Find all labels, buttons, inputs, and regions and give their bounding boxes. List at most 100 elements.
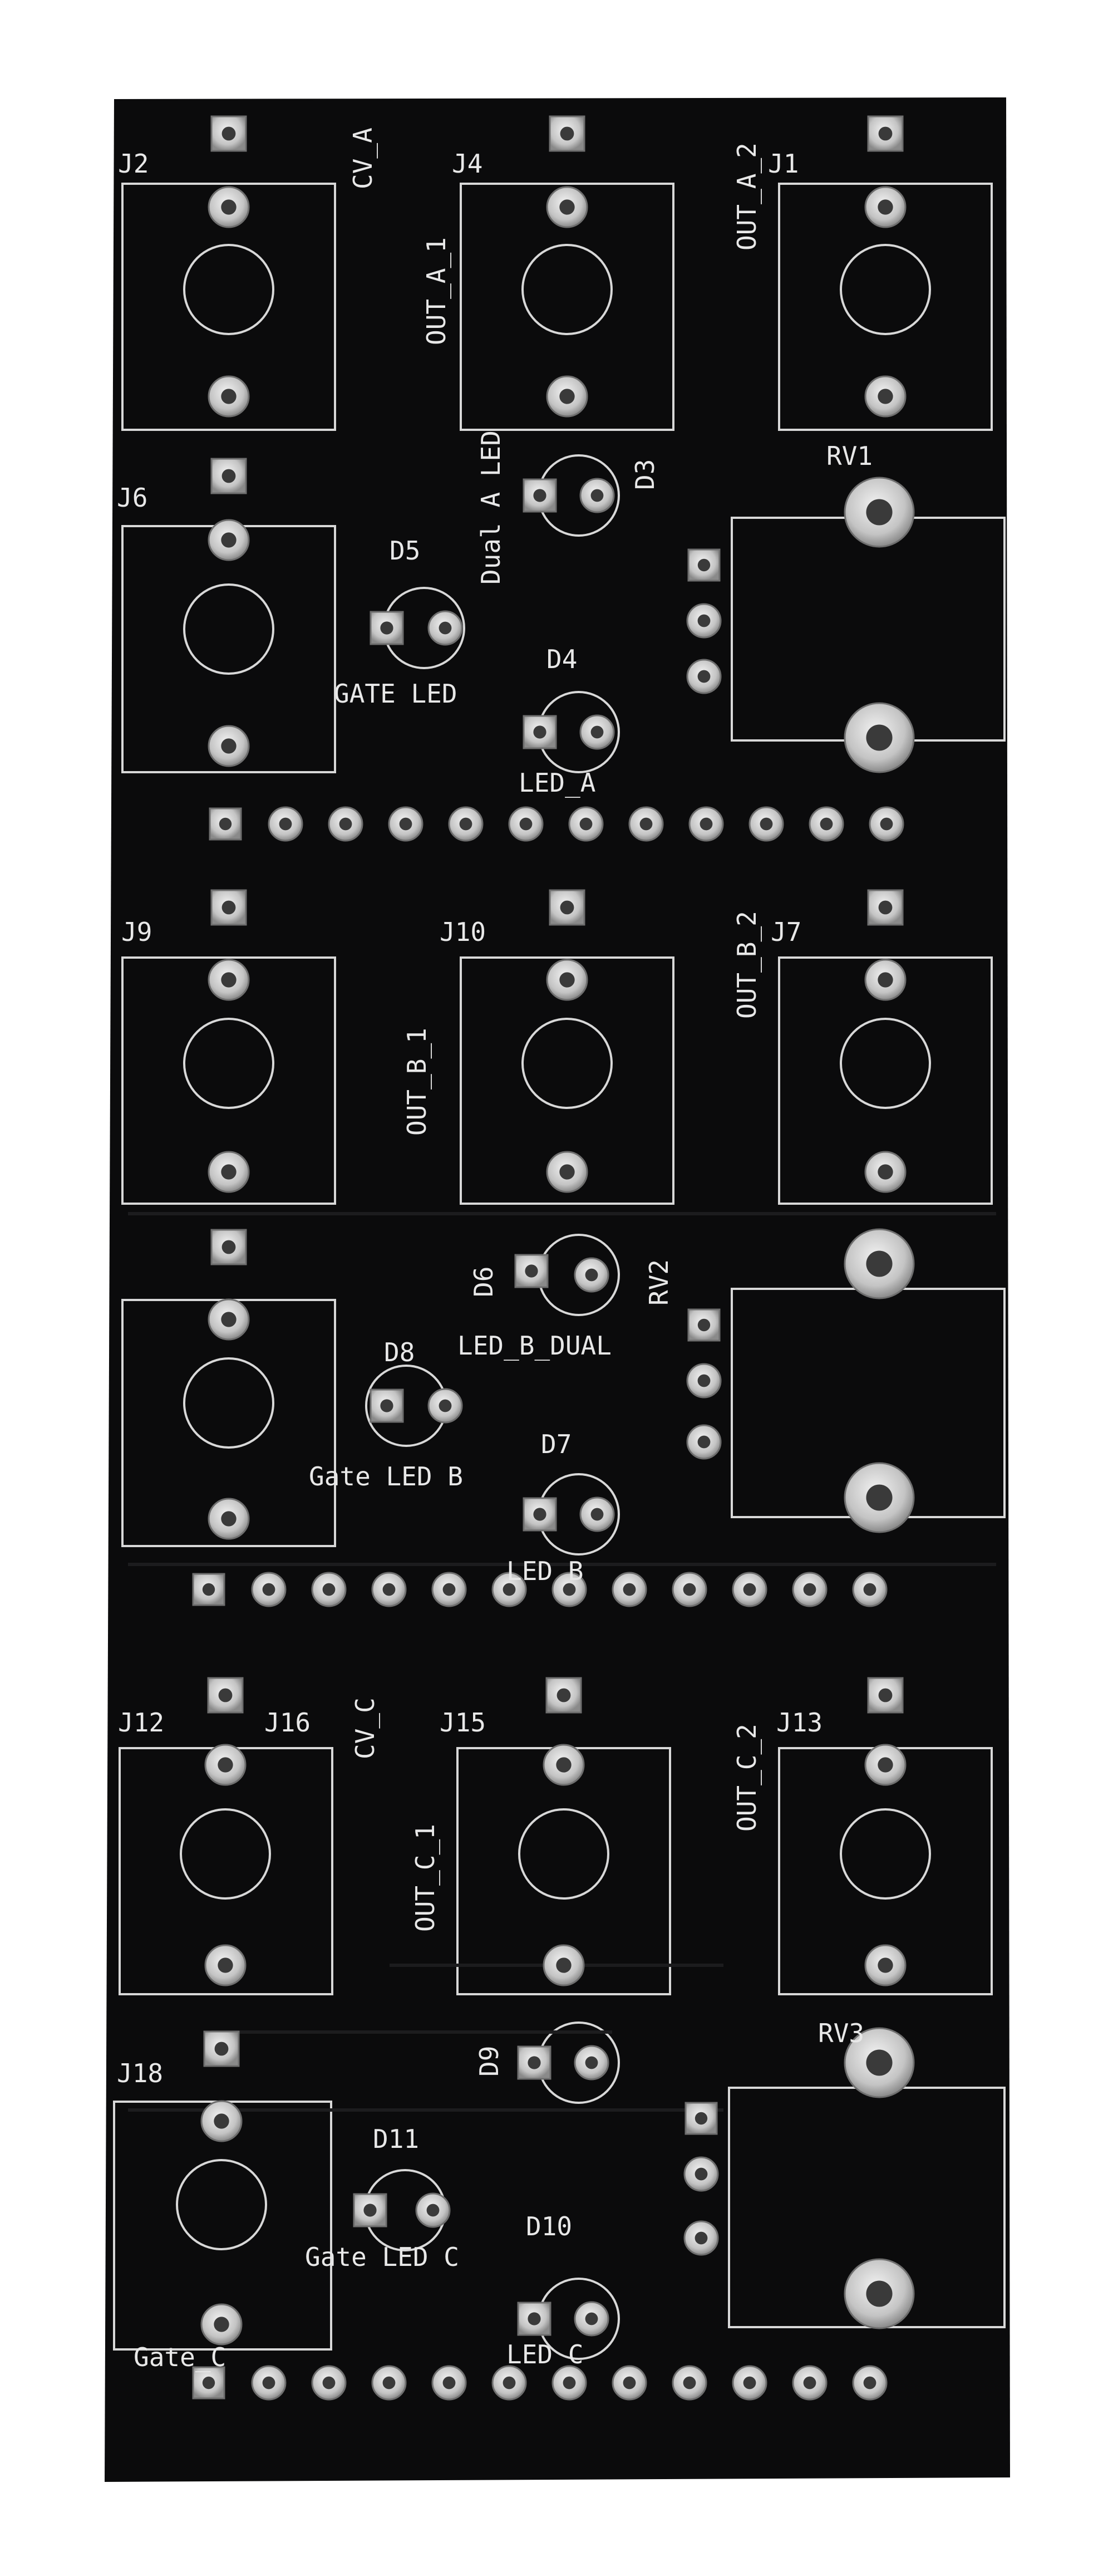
pad-hole [556, 1957, 572, 1973]
label-out-c-2: OUT_C_2 [732, 1724, 762, 1832]
jack-footprint-icon [121, 183, 336, 431]
pad-hole [579, 817, 593, 831]
label-led-c: LED C [506, 2339, 583, 2369]
pad-hole [221, 532, 237, 548]
pad-hole [559, 972, 575, 988]
label-j12: J12 [118, 1707, 164, 1738]
silk-outlines [113, 183, 1006, 2351]
pad-hole [878, 126, 893, 141]
pads [192, 115, 915, 2401]
pad-hole [590, 1508, 604, 1521]
pad-hole [560, 126, 574, 141]
label-dual-a-led: Dual A LED [476, 430, 506, 585]
pad-hole [221, 469, 236, 483]
label-j16: J16 [264, 1707, 311, 1738]
pad-hole [519, 817, 533, 831]
pad-hole [878, 1688, 893, 1702]
label-gate-c: Gate_C [134, 2342, 226, 2372]
label-cv-c: CV_C [350, 1697, 380, 1759]
label-d9: D9 [474, 2046, 504, 2077]
label-led-b-dual: LED_B_DUAL [457, 1331, 612, 1361]
jack-ground-pad [210, 1229, 247, 1265]
pad-hole [459, 817, 472, 831]
label-rv1: RV1 [826, 441, 873, 471]
label-d5: D5 [390, 536, 420, 566]
label-rv3: RV3 [818, 2018, 864, 2048]
pad-hole [866, 724, 893, 751]
pad-hole [803, 1583, 816, 1596]
pad-hole [683, 2376, 696, 2389]
label-led-b: LED B [506, 1556, 583, 1586]
jack-footprint-icon [460, 956, 674, 1205]
label-j7: J7 [771, 917, 801, 947]
label-j4: J4 [452, 149, 482, 179]
label-gate-led-b: Gate LED B [309, 1461, 463, 1491]
pad-hole [560, 900, 574, 915]
pad-hole [743, 2376, 756, 2389]
pad-hole [695, 2112, 708, 2125]
pad-hole [697, 614, 711, 627]
pad-hole [866, 2049, 893, 2076]
pad-hole [866, 1484, 893, 1511]
pad-hole [221, 900, 236, 915]
pad-hole [590, 725, 604, 739]
pad-hole [695, 2167, 708, 2181]
pad-hole [760, 817, 773, 831]
label-cv-a: CV_A [348, 127, 378, 189]
pad-hole [363, 2204, 377, 2217]
pad-hole [585, 2312, 598, 2325]
pad-hole [880, 817, 893, 831]
pad-hole [623, 1583, 636, 1596]
pad-hole [503, 2376, 516, 2389]
pad-hole [214, 2113, 229, 2129]
silk-text: J2 CV_A J4 OUT_A_1 J1 OUT_A_2 Dual A LED… [117, 127, 873, 2372]
label-led-a: LED_A [519, 768, 595, 798]
pad-hole [683, 1583, 696, 1596]
pad-hole [221, 126, 236, 141]
pad-hole [585, 1268, 598, 1282]
pad-hole [878, 1164, 893, 1180]
label-j13: J13 [776, 1707, 823, 1738]
label-j9: J9 [121, 917, 152, 947]
pad-hole [382, 1583, 396, 1596]
pad-hole [525, 1264, 538, 1278]
pad-hole [202, 2376, 215, 2389]
pad-hole [380, 1399, 393, 1412]
pad-hole [221, 738, 237, 754]
pad-hole [380, 621, 393, 635]
jack-footprint-icon [778, 183, 993, 431]
pad-hole [214, 2317, 229, 2332]
pad-hole [697, 1318, 711, 1332]
pad-hole [219, 817, 232, 831]
pad-hole [820, 817, 833, 831]
label-d11: D11 [373, 2124, 419, 2154]
pad-hole [221, 389, 237, 404]
label-rv2: RV2 [644, 1259, 674, 1306]
label-d4: D4 [546, 644, 577, 674]
pad-hole [279, 817, 292, 831]
pad-hole [559, 1164, 575, 1180]
pad-hole [533, 1508, 546, 1521]
pad-hole [439, 621, 452, 635]
pad-hole [221, 199, 237, 215]
pad-hole [866, 1250, 893, 1277]
jack-footprint-icon [778, 956, 993, 1205]
label-j18: J18 [117, 2058, 163, 2088]
pad-hole [442, 2376, 456, 2389]
pad-hole [697, 1374, 711, 1387]
label-j1: J1 [768, 149, 799, 179]
pad-hole [439, 1399, 452, 1412]
pad-hole [556, 1757, 572, 1773]
pad-hole [878, 1957, 893, 1973]
label-out-a-1: OUT_A_1 [421, 237, 451, 345]
label-d3: D3 [630, 459, 660, 490]
pad-hole [556, 1688, 571, 1702]
label-out-b-2: OUT_B_2 [732, 911, 762, 1019]
label-out-c-1: OUT_C_1 [410, 1824, 440, 1932]
pad-hole [878, 199, 893, 215]
pad-hole [218, 1688, 233, 1702]
jack-footprint-icon [460, 183, 674, 431]
pad-hole [697, 1435, 711, 1449]
label-d8: D8 [384, 1337, 415, 1367]
pad-hole [866, 2280, 893, 2307]
